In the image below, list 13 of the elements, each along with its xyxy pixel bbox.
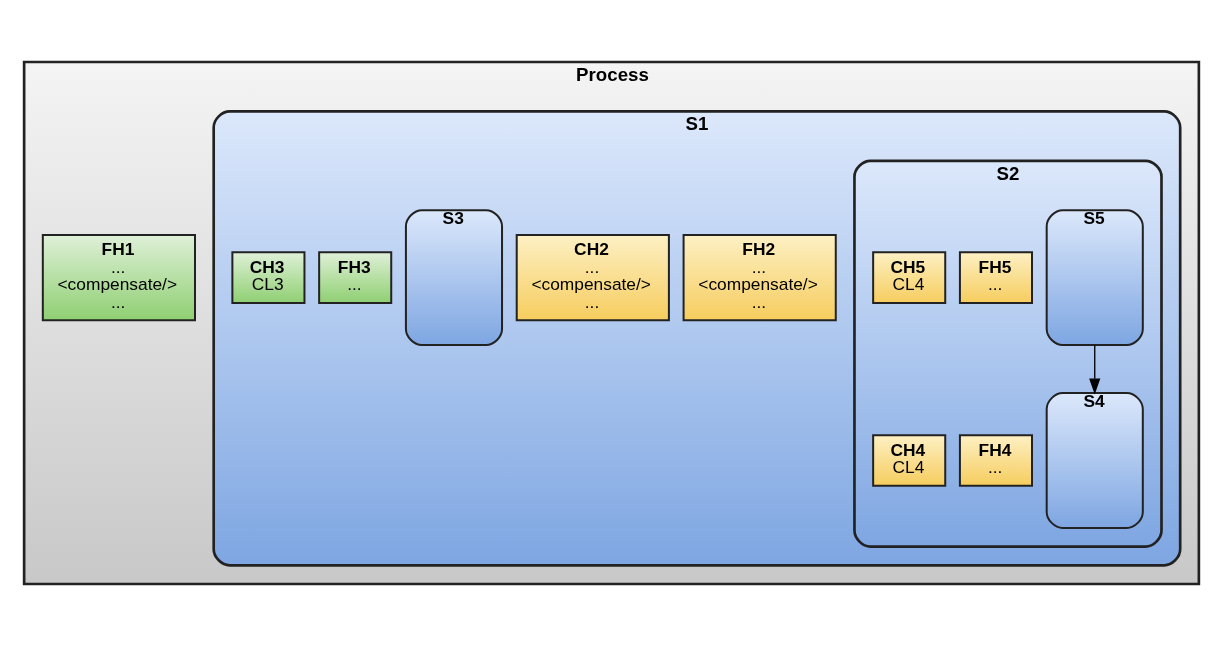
node-box: S5 xyxy=(1045,208,1144,346)
node-box: FH2 ... <compensate/> ... xyxy=(682,233,837,321)
node-box: FH3 ... xyxy=(318,250,393,304)
node-box: CH4 CL4 xyxy=(872,433,947,487)
node-box: CH5 CL4 xyxy=(872,250,947,304)
arrow xyxy=(1089,343,1101,394)
node-box: FH5 ... xyxy=(958,250,1033,304)
node-box: FH4 ... xyxy=(958,433,1033,487)
node-box: S4 xyxy=(1045,391,1144,529)
node-box: CH2 ... <compensate/> ... xyxy=(515,233,670,321)
node-box: FH1 ... <compensate/> ... xyxy=(41,233,196,321)
node-box: S3 xyxy=(404,208,504,346)
node-box: CH3 CL3 xyxy=(231,250,306,304)
